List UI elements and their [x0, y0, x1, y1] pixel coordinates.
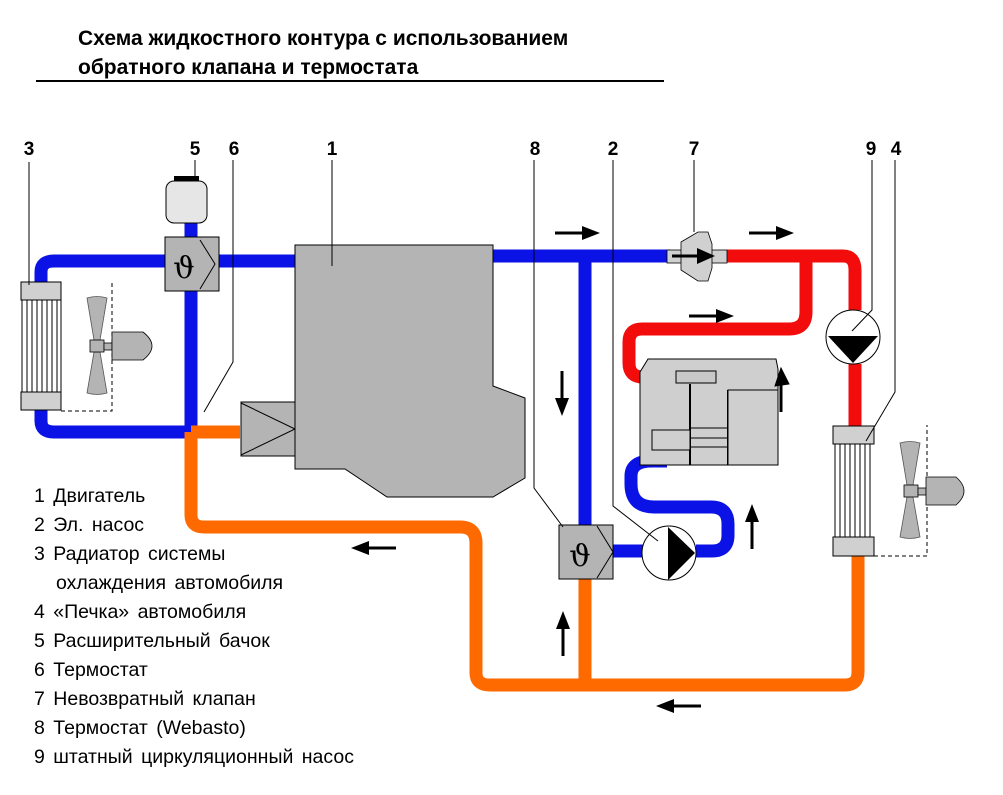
engine-thermostat: ϑ: [164, 236, 220, 292]
callout-9: 9: [866, 139, 877, 160]
legend: 1 Двигатель 2 Эл. насос 3 Радиатор систе…: [34, 482, 354, 772]
pipe-radiator-bottom: [34, 410, 191, 439]
callout-6: 6: [229, 139, 240, 160]
car-radiator: [20, 281, 113, 412]
heater-core: [832, 425, 928, 557]
leader-lines: [28, 160, 896, 542]
pipe-radiator-to-thermostat: [34, 254, 170, 284]
callout-8: 8: [530, 139, 541, 160]
engine: [240, 244, 526, 498]
legend-item-continuation: охлаждения автомобиля: [56, 572, 284, 594]
legend-item: 5 Расширительный бачок: [34, 630, 270, 652]
radiator-fan-icon: [86, 296, 153, 395]
pipe-heater-outlet: [622, 256, 813, 384]
legend-item: 3 Радиатор системы: [34, 543, 226, 565]
callout-4: 4: [891, 139, 902, 160]
pipe-check-valve-to-circulation-pump: [727, 249, 862, 310]
check-valve: [666, 231, 728, 282]
legend-item: 2 Эл. насос: [34, 514, 145, 536]
webasto-heater-icon: [639, 358, 790, 466]
pipe-pump-to-heater: [624, 454, 735, 558]
callout-2: 2: [608, 139, 619, 160]
thermostat-symbol-icon: ϑ: [569, 539, 590, 574]
callout-3: 3: [24, 139, 35, 160]
flow-arrows: [351, 226, 794, 713]
arrow-right-icon: [749, 226, 794, 240]
arrow-down-icon: [555, 371, 569, 416]
arrow-left-icon: [656, 699, 701, 713]
arrow-left-icon: [351, 541, 396, 555]
legend-item: 1 Двигатель: [34, 485, 146, 507]
thermostat-symbol-icon: ϑ: [173, 251, 194, 286]
callout-1: 1: [327, 139, 338, 160]
pipe-main-return: [184, 432, 865, 692]
pipes: [34, 222, 865, 692]
webasto-thermostat: ϑ: [558, 524, 614, 580]
legend-item: 7 Невозвратный клапан: [34, 688, 256, 710]
circulation-pump: [825, 309, 881, 365]
callout-7: 7: [689, 139, 700, 160]
heater-fan-icon: [899, 441, 965, 539]
legend-item: 4 «Печка» автомобиля: [34, 601, 247, 623]
title-underline: [36, 80, 664, 82]
legend-item: 9 штатный циркуляционный насос: [34, 746, 354, 768]
expansion-tank: [165, 176, 208, 224]
callout-5: 5: [190, 139, 201, 160]
diagram-title: Схема жидкостного контура с использовани…: [78, 24, 568, 82]
arrow-right-icon: [689, 309, 734, 323]
arrow-right-icon: [555, 226, 600, 240]
legend-item: 6 Термостат: [34, 659, 148, 681]
electric-pump: [641, 525, 697, 581]
title-line-1: Схема жидкостного контура с использовани…: [78, 27, 569, 50]
callout-numbers: 3 5 6 1 8 2 7 9 4: [24, 139, 902, 160]
title-line-2: обратного клапана и термостата: [78, 56, 419, 79]
arrow-up-icon: [556, 611, 570, 656]
arrow-up-icon: [745, 504, 759, 549]
legend-item: 8 Термостат (Webasto): [34, 717, 246, 739]
